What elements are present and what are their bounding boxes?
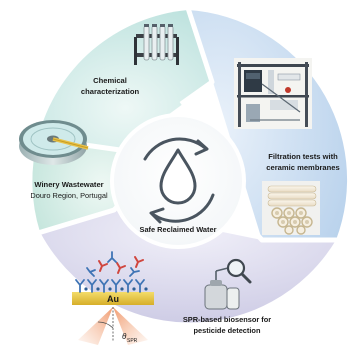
spr-label-line2: pesticide detection: [194, 326, 261, 335]
segment-separator: [179, 7, 215, 107]
filtration-label-line2: ceramic membranes: [266, 163, 339, 172]
pesticide-target-molecules: [86, 251, 144, 277]
pesticide-sprayer-icon: [204, 267, 240, 310]
water-drop-icon: [159, 148, 197, 205]
linker-dots: [84, 287, 148, 291]
filtration-label-line1: Filtration tests with: [268, 152, 338, 161]
antibody-layer: [75, 279, 145, 293]
spr-angle-subscript: SPR: [127, 338, 138, 344]
spr-label-line1: SPR-based biosensor for: [183, 315, 271, 324]
filtration-rig-photo: [234, 58, 312, 129]
clarifier-tank-icon: [19, 120, 89, 165]
spr-biosensor-illustration: Au θ SPR: [72, 251, 154, 345]
spr-angle-symbol: θ: [122, 332, 127, 341]
spr-surface-label: Au: [107, 294, 119, 304]
ceramic-membranes-photo: [262, 181, 320, 235]
center-title: Safe Reclaimed Water: [140, 225, 217, 234]
chemical-label-line2: characterization: [81, 87, 140, 96]
chemical-label-line1: Chemical: [93, 76, 127, 85]
magnifier-icon: [226, 258, 252, 284]
spr-incident-beams: [78, 307, 148, 345]
spr-angle-arc: [97, 321, 114, 329]
winery-label-line2: Douro Region, Portugal: [30, 191, 108, 200]
spr-gold-chip: [72, 292, 154, 305]
test-tube-rack-icon: [134, 24, 179, 65]
recycle-arrows-icon: [143, 137, 215, 224]
winery-label-line1: Winery Wastewater: [34, 180, 103, 189]
segment-separator: [236, 212, 338, 243]
